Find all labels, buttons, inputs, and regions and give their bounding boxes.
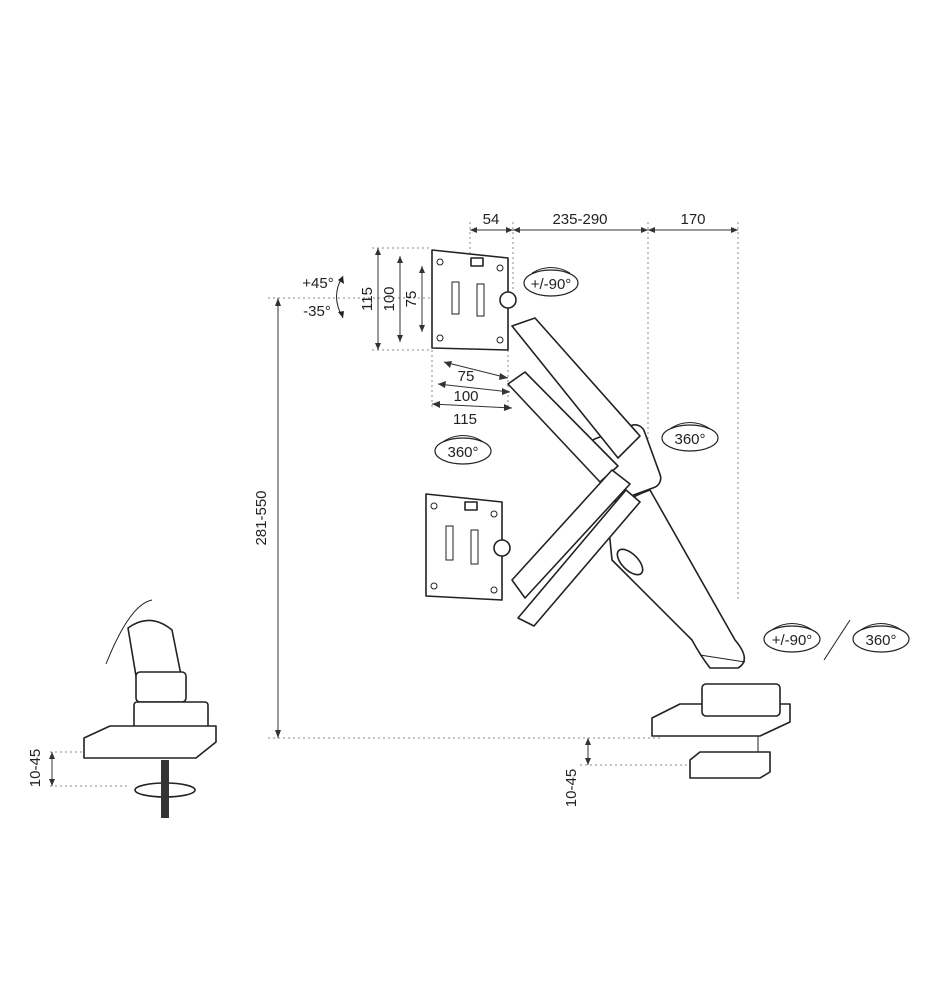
base-swivel-badge: 360° [852, 623, 910, 653]
vesa-horizontal-75-label: 75 [458, 368, 475, 385]
vesa-horizontal-dimensions [431, 361, 513, 411]
top-offset-label: 54 [483, 211, 500, 228]
base-offset-label: 170 [680, 211, 705, 228]
vesa-plate-bottom [425, 493, 503, 601]
vesa-plate-top [431, 249, 509, 351]
vesa-vertical-75-label: 75 [403, 291, 420, 308]
clamp-detail-label: 10-45 [27, 749, 44, 787]
tilt-knob-top [499, 291, 517, 309]
elbow-swivel-badge: 360° [661, 422, 719, 452]
reference-lines [50, 222, 739, 787]
detail-bolt [161, 760, 169, 818]
elbow-swivel-label: 360° [674, 431, 705, 448]
plate-swivel-label: 360° [447, 444, 478, 461]
clamp-main-label: 10-45 [563, 769, 580, 807]
clamp-detail-drawing [83, 599, 217, 818]
vesa-horizontal-100-label: 100 [453, 388, 478, 405]
badge-separator [823, 619, 851, 661]
head-rotation-label: +/-90° [531, 276, 572, 293]
vesa-vertical-dimensions [375, 248, 425, 350]
height-range-label: 281-550 [253, 490, 270, 545]
base-swivel-label: 360° [865, 632, 896, 649]
height-dimension-line [275, 298, 281, 738]
vesa-vertical-100-label: 100 [381, 286, 398, 311]
tilt-up-label: +45° [302, 275, 333, 292]
base-column [701, 683, 781, 717]
monitor-arm-drawing [425, 249, 791, 779]
upper-arm-top-rail [507, 371, 619, 483]
base-rotation-badge: +/-90° [763, 623, 821, 653]
vesa-horizontal-115-label: 115 [453, 411, 477, 428]
clamp-bottom-plate [689, 751, 771, 779]
plate-swivel-badge: 360° [434, 435, 492, 465]
detail-clamp-plate [83, 725, 217, 759]
clamp-dimension-detail [49, 752, 55, 786]
upper-arm-bottom-rail [517, 489, 641, 627]
tilt-down-label: -35° [303, 303, 331, 320]
vesa-vertical-115-label: 115 [359, 287, 376, 311]
upper-arm-top [511, 317, 641, 459]
head-rotation-badge: +/-90° [523, 267, 579, 297]
tilt-arrow-icon [336, 275, 344, 319]
top-dimension-lines [470, 227, 738, 233]
base-rotation-label: +/-90° [772, 632, 813, 649]
reach-label: 235-290 [552, 211, 607, 228]
upper-arm-bottom [511, 469, 631, 599]
clamp-dimension-main [585, 738, 591, 765]
tilt-knob-bottom [493, 539, 511, 557]
